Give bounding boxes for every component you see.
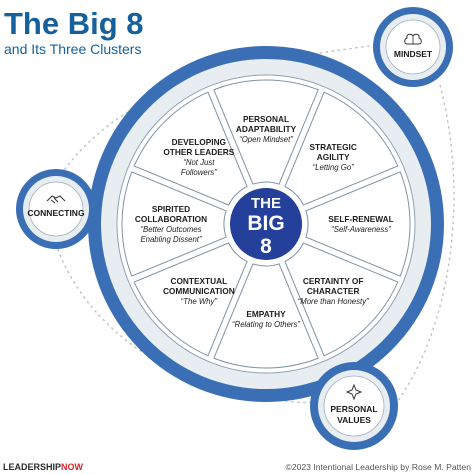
segment-8-name-line: OTHER LEADERS <box>163 147 234 157</box>
segment-4-name-line: CHARACTER <box>307 286 360 296</box>
cluster-connecting-label: CONNECTING <box>27 208 85 218</box>
cluster-mindset-label: MINDSET <box>394 49 433 59</box>
brain-icon <box>404 33 422 45</box>
diagram-subtitle: and Its Three Clusters <box>4 41 141 57</box>
cluster-values-label-1: PERSONAL <box>330 404 377 414</box>
segment-6-quote-line: “The Why” <box>181 297 218 306</box>
segment-3-quote-line: “Self-Awareness” <box>331 225 391 234</box>
wheel-segment-1 <box>213 79 319 185</box>
segment-3-name-line: SELF-RENEWAL <box>328 214 393 224</box>
segment-7-quote-line: “Better Outcomes <box>140 225 201 234</box>
cluster-connecting-inner <box>28 181 84 237</box>
cluster-mindset-inner <box>385 19 441 75</box>
segment-8-quote-line: Followers” <box>181 168 217 177</box>
copyright-credit: ©2023 Intentional Leadership by Rose M. … <box>286 462 472 472</box>
segment-5-quote-line: “Relating to Others” <box>232 320 300 329</box>
center-line-2: BIG <box>247 212 284 235</box>
segment-2-quote-line: “Letting Go” <box>313 163 355 172</box>
center-circle <box>230 188 302 260</box>
wheel-segment-5 <box>213 263 319 369</box>
center-line-1: THE <box>251 195 281 212</box>
segment-6-name-line: CONTEXTUAL <box>170 276 227 286</box>
segment-8-quote-line: “Not Just <box>183 158 215 167</box>
cluster-values-inner <box>323 375 385 437</box>
diagram-title: The Big 8 <box>4 6 144 41</box>
segment-2-name-line: STRATEGIC <box>310 142 357 152</box>
leadership-now-logo: LEADERSHIPNOW <box>3 462 84 472</box>
wheel-segment-2 <box>284 91 399 206</box>
segment-1-quote-line: “Open Mindset” <box>239 135 293 144</box>
segment-2-name-line: AGILITY <box>317 152 350 162</box>
compass-star-icon <box>345 383 363 401</box>
cluster-personal-values: PERSONAL VALUES <box>310 362 398 450</box>
wheel-segment-7 <box>121 171 227 277</box>
cluster-values-label-2: VALUES <box>337 415 371 425</box>
cluster-mindset: MINDSET <box>373 7 453 87</box>
segment-7-quote-line: Enabling Dissent” <box>140 235 202 244</box>
segment-8-name-line: DEVELOPING <box>172 137 226 147</box>
segment-1-name-line: ADAPTABILITY <box>236 124 297 134</box>
segment-5-name-line: EMPATHY <box>246 309 286 319</box>
segment-1-name-line: PERSONAL <box>243 114 289 124</box>
cluster-connectors <box>51 39 455 406</box>
wheel-segment-4 <box>284 242 399 357</box>
wheel-segment-8 <box>133 91 248 206</box>
wheel-segment-3 <box>305 171 411 277</box>
logo-text-leadership: LEADERSHIP <box>3 462 61 472</box>
segment-4-name-line: CERTAINTY OF <box>303 276 364 286</box>
cluster-connecting: CONNECTING <box>16 169 96 249</box>
segment-6-name-line: COMMUNICATION <box>163 286 235 296</box>
wheel-segment-6 <box>133 242 248 357</box>
connector-mindset-values <box>394 84 455 406</box>
center-line-3: 8 <box>260 235 272 258</box>
segment-7-name-line: COLLABORATION <box>135 214 207 224</box>
handshake-icon <box>46 195 66 204</box>
logo-text-now: NOW <box>61 462 84 472</box>
segment-4-quote-line: “More than Honesty” <box>298 297 369 306</box>
svg-text:LEADERSHIPNOW: LEADERSHIPNOW <box>3 462 84 472</box>
segment-7-name-line: SPIRITED <box>152 204 190 214</box>
